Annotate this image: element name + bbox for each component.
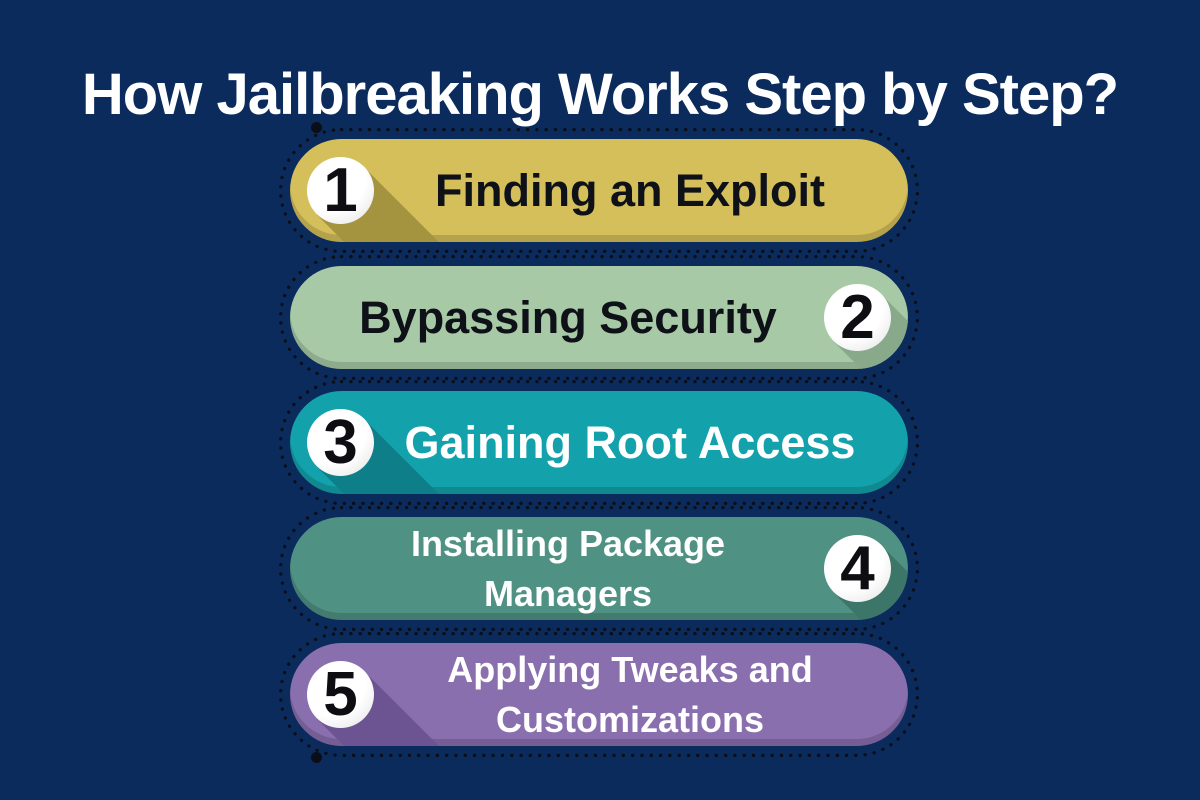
path-start-dot bbox=[311, 122, 322, 133]
step-number-badge: 3 bbox=[307, 409, 374, 476]
step-4: Installing Package Managers 4 bbox=[279, 506, 919, 631]
step-label: Gaining Root Access bbox=[290, 391, 908, 494]
step-label: Finding an Exploit bbox=[290, 139, 908, 242]
step-number: 5 bbox=[323, 659, 358, 729]
step-number-badge: 2 bbox=[824, 284, 891, 351]
step-label-text: Installing Package Managers bbox=[410, 522, 726, 614]
step-label-text: Applying Tweaks and Customizations bbox=[447, 648, 813, 740]
step-label-text: Gaining Root Access bbox=[404, 416, 856, 468]
step-pill: Applying Tweaks and Customizations 5 bbox=[290, 643, 908, 746]
step-pill: Gaining Root Access 3 bbox=[290, 391, 908, 494]
step-label: Installing Package Managers bbox=[290, 517, 908, 620]
step-number: 1 bbox=[323, 155, 358, 225]
step-2: Bypassing Security 2 bbox=[279, 255, 919, 380]
page-title: How Jailbreaking Works Step by Step? bbox=[81, 61, 1119, 127]
step-label-text: Finding an Exploit bbox=[435, 164, 825, 216]
step-pill: Bypassing Security 2 bbox=[290, 266, 908, 369]
step-number: 3 bbox=[323, 407, 358, 477]
step-1: Finding an Exploit 1 bbox=[279, 128, 919, 253]
step-number-badge: 5 bbox=[307, 661, 374, 728]
step-number: 2 bbox=[840, 282, 875, 352]
step-label: Applying Tweaks and Customizations bbox=[290, 643, 908, 746]
step-number-badge: 4 bbox=[824, 535, 891, 602]
path-end-dot bbox=[311, 752, 322, 763]
step-label: Bypassing Security bbox=[290, 266, 908, 369]
step-pill: Installing Package Managers 4 bbox=[290, 517, 908, 620]
step-label-text: Bypassing Security bbox=[359, 291, 777, 343]
step-number-badge: 1 bbox=[307, 157, 374, 224]
step-3: Gaining Root Access 3 bbox=[279, 380, 919, 505]
step-5: Applying Tweaks and Customizations 5 bbox=[279, 632, 919, 757]
step-pill: Finding an Exploit 1 bbox=[290, 139, 908, 242]
step-number: 4 bbox=[840, 533, 875, 603]
